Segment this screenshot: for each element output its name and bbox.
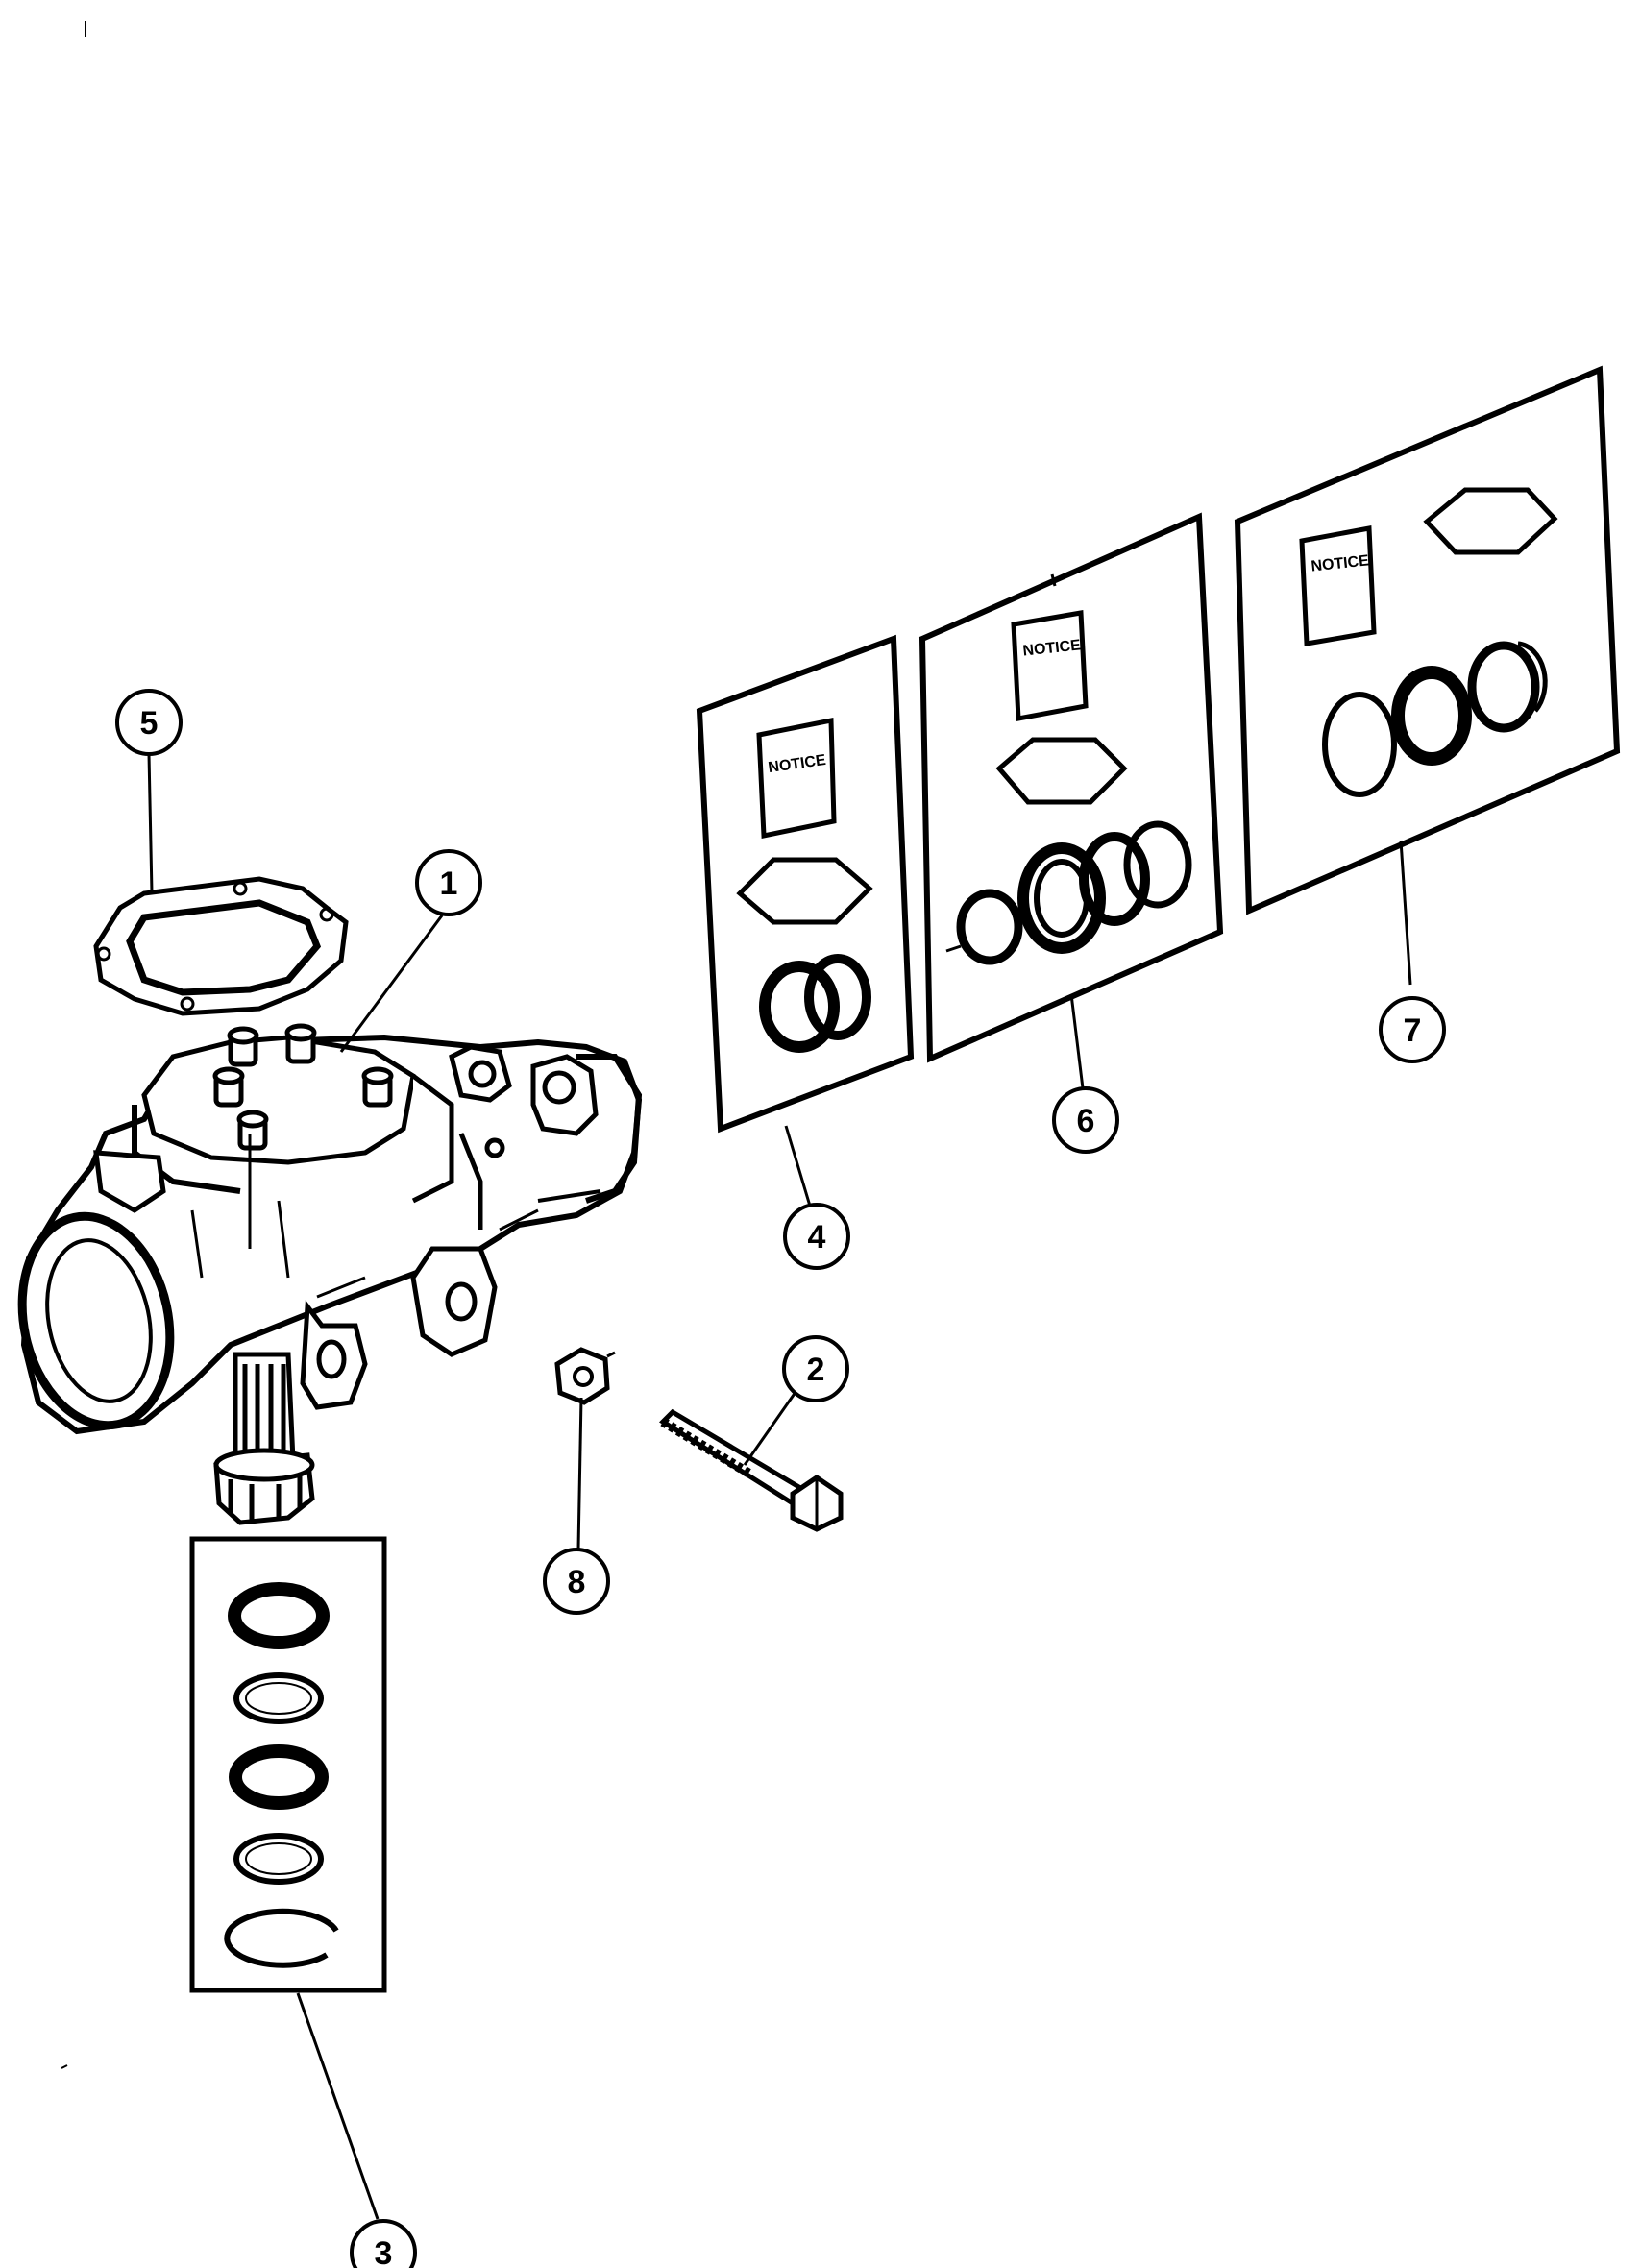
seal-kit-card-7: NOTICE (1234, 365, 1621, 915)
mounting-bolt (659, 1408, 844, 1532)
callout-1-label: 1 (440, 866, 458, 902)
pitman-shaft-seal-kit (189, 1536, 387, 1993)
callout-8-label: 8 (568, 1564, 586, 1600)
callout-5: 5 (115, 689, 183, 756)
callout-2-label: 2 (807, 1352, 825, 1388)
kit-notice-label: NOTICE (1022, 637, 1082, 659)
callout-3-label: 3 (375, 2235, 393, 2268)
side-cover-gasket (93, 876, 349, 1016)
nut (554, 1347, 616, 1405)
bearing-kit-card-6: NOTICE (918, 512, 1224, 1063)
leader-lines (147, 753, 1412, 2220)
callout-5-label: 5 (140, 705, 159, 742)
callout-1: 1 (415, 849, 482, 916)
callout-7: 7 (1379, 996, 1446, 1063)
scan-mark (61, 2064, 68, 2069)
callout-6: 6 (1052, 1086, 1119, 1154)
callout-7-label: 7 (1404, 1012, 1422, 1049)
callout-6-label: 6 (1077, 1103, 1095, 1139)
kit-notice-label: NOTICE (1310, 552, 1370, 574)
callout-8: 8 (543, 1548, 610, 1615)
callout-3: 3 (350, 2219, 417, 2268)
seal-kit-card-4: NOTICE (696, 634, 915, 1134)
callout-4-label: 4 (808, 1219, 826, 1256)
callout-4: 4 (783, 1203, 850, 1270)
steering-gear-housing (17, 1023, 643, 1525)
callout-2: 2 (782, 1335, 849, 1402)
